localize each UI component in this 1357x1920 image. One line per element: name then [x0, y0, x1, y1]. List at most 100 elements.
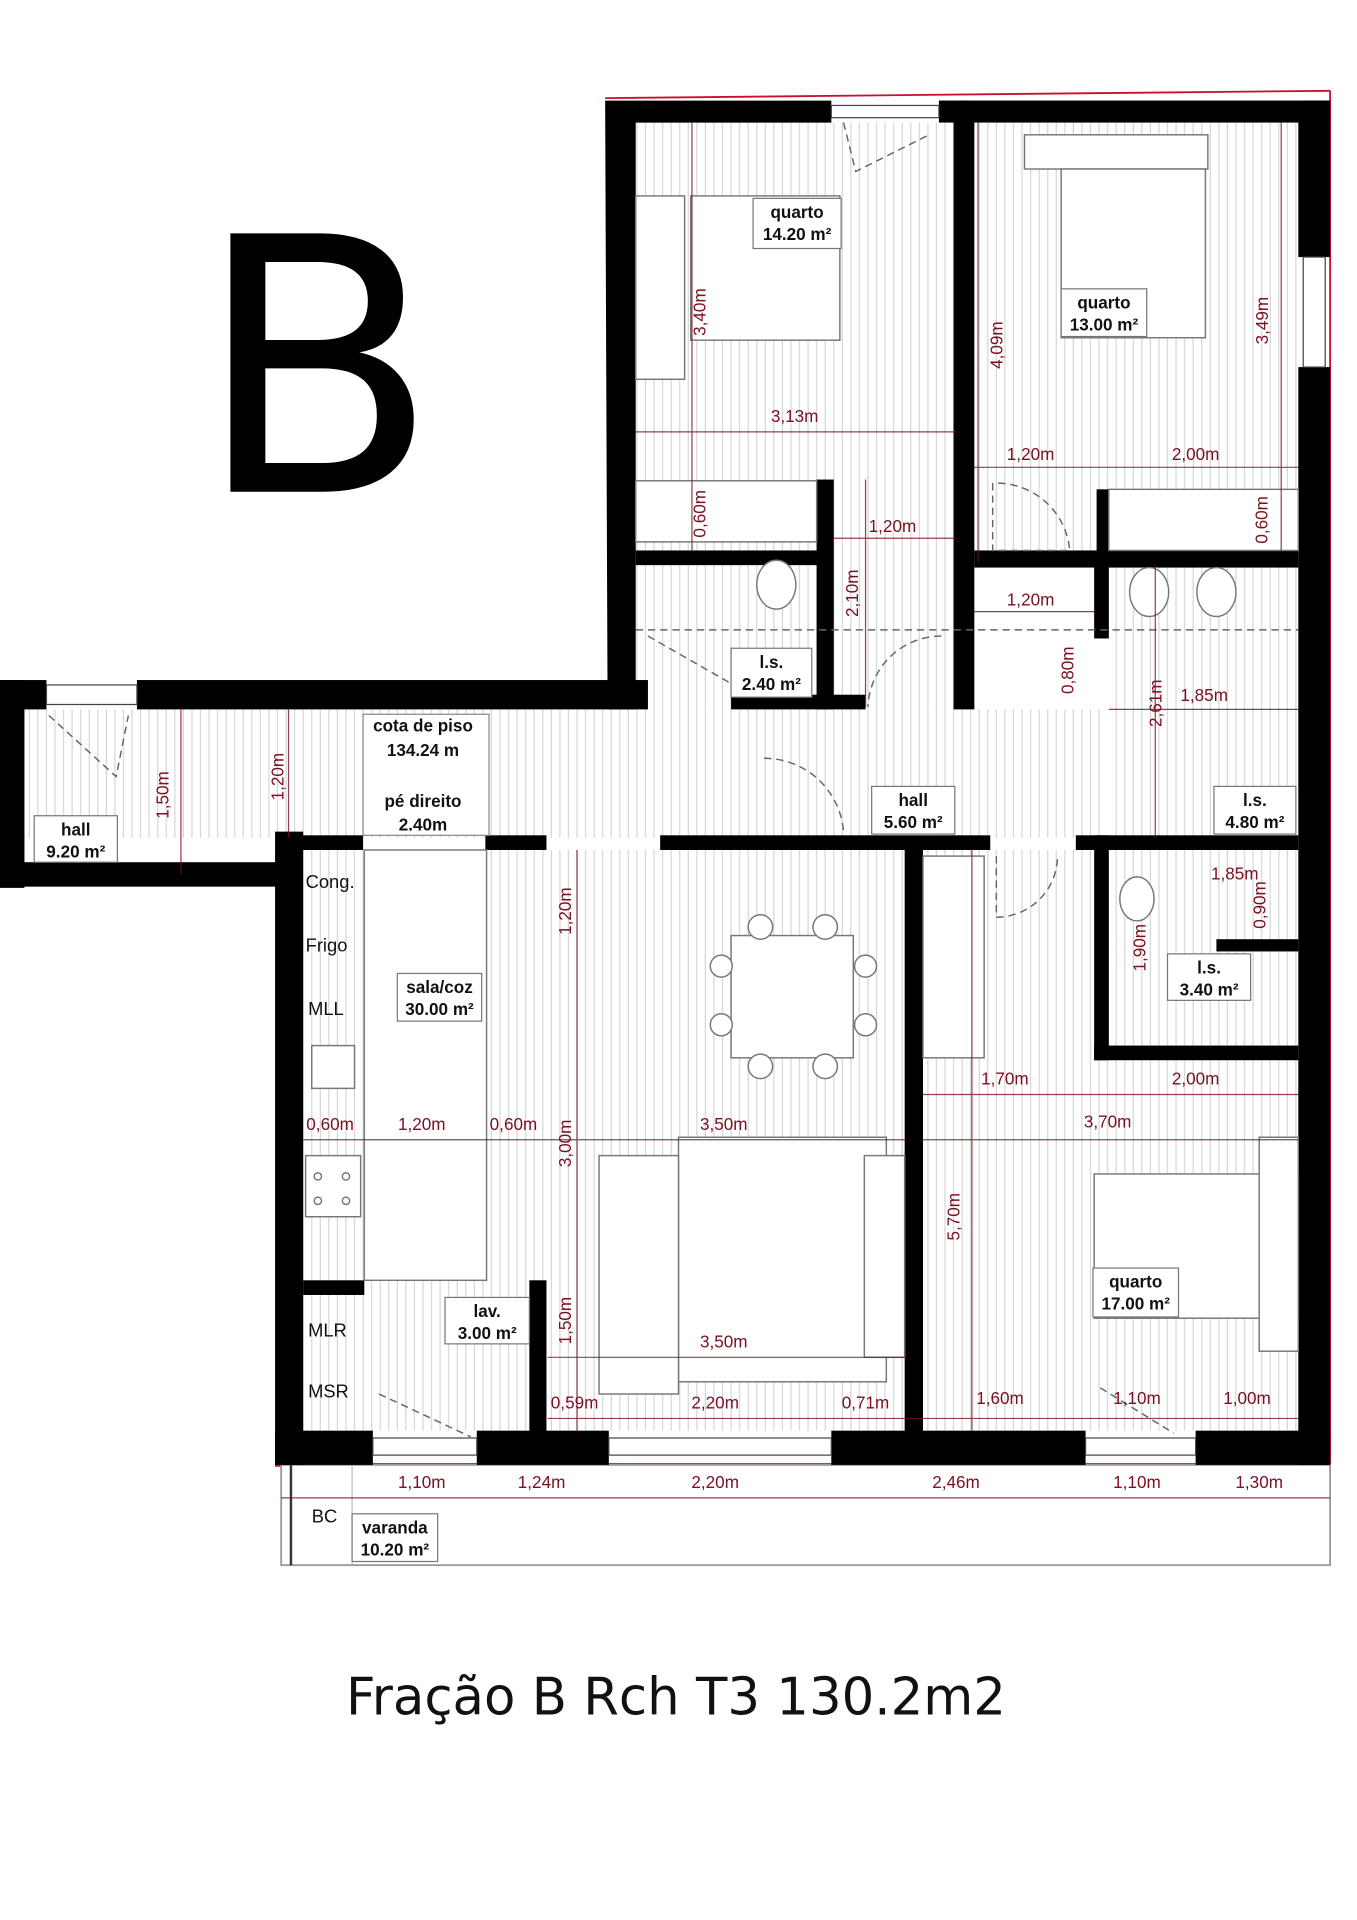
room-name: quarto — [770, 203, 823, 222]
dimension-label: 0,71m — [842, 1394, 890, 1413]
room-label: l.s. 3.40 m² — [1166, 953, 1252, 1001]
toilet — [1128, 566, 1170, 618]
dimension-label: 3,00m — [556, 1120, 575, 1168]
room-area: 3.40 m² — [1180, 980, 1239, 999]
dimension-label: 1,10m — [1113, 1473, 1161, 1492]
headboard — [1023, 134, 1209, 170]
room-area: 3.00 m² — [458, 1324, 517, 1343]
dimension-label: 0,60m — [306, 1115, 354, 1134]
room-label-box — [730, 647, 813, 698]
room-label-box — [1092, 1267, 1180, 1318]
dimension-label: 2,20m — [691, 1394, 739, 1413]
dimension-label: 0,90m — [1250, 881, 1269, 929]
balcony — [280, 1463, 1332, 1567]
room-label: l.s. 4.80 m² — [1213, 785, 1297, 835]
cota-value: 134.24 m — [387, 741, 459, 760]
dimension-label: 1,50m — [556, 1297, 575, 1345]
toilet — [756, 559, 797, 610]
closet — [1108, 488, 1300, 552]
door-swings — [48, 122, 1299, 1438]
sink — [311, 1044, 356, 1090]
dimension-label: 1,50m — [154, 771, 173, 819]
dimension-label: 1,30m — [1235, 1473, 1283, 1492]
dimension-label: 3,50m — [700, 1115, 748, 1134]
dimension-label: 1,20m — [269, 753, 288, 801]
dimension-label: 1,85m — [1211, 864, 1259, 883]
dimension-label: 0,60m — [690, 490, 709, 538]
furniture — [304, 134, 1300, 1395]
wardrobe — [634, 195, 686, 381]
dimension-label: 1,20m — [869, 517, 917, 536]
dimension-label: 1,85m — [1180, 686, 1228, 705]
room-area: 2.40 m² — [742, 675, 801, 694]
room-name: l.s. — [760, 653, 784, 672]
room-name: quarto — [1109, 1273, 1162, 1292]
room-area: 5.60 m² — [884, 813, 943, 832]
dimension-label: 0,60m — [1253, 496, 1272, 544]
room-name: hall — [61, 820, 90, 839]
room-label-box — [444, 1296, 530, 1345]
room-name: l.s. — [1243, 791, 1267, 810]
dimension-label: 3,13m — [771, 407, 819, 426]
dimension-label: 2,00m — [1172, 445, 1220, 464]
room-name: sala/coz — [406, 978, 473, 997]
kitchen-label-frigo: Frigo — [306, 934, 348, 955]
room-label-box — [752, 197, 842, 250]
dimension-label: 1,20m — [1007, 590, 1055, 609]
wardrobe — [922, 855, 985, 1059]
kitchen-label-mll: MLL — [308, 998, 344, 1019]
room-label-box — [33, 815, 118, 863]
room-label-box — [1060, 288, 1148, 338]
dimension-label: 1,10m — [1113, 1389, 1161, 1408]
dimension-label: 1,24m — [518, 1473, 566, 1492]
dimension-label: 3,50m — [700, 1333, 748, 1352]
room-area: 30.00 m² — [405, 1000, 474, 1019]
pe-direito-value: 2.40m — [399, 815, 448, 834]
room-area: 13.00 m² — [1070, 315, 1139, 334]
dimension-label: 0,60m — [490, 1115, 538, 1134]
dimension-label: 4,09m — [987, 321, 1006, 369]
dimension-label: 0,59m — [551, 1394, 599, 1413]
dimension-label: 3,40m — [690, 288, 709, 336]
room-label-box — [1213, 785, 1297, 835]
dimension-labels: 3,13m 1,20m 2,00m 1,20m 1,20m 1,85m 1,85m 0,60m… — [154, 288, 1283, 1492]
room-area: 10.20 m² — [361, 1540, 430, 1559]
dimension-label: 2,46m — [932, 1473, 980, 1492]
toilet — [1196, 566, 1237, 618]
room-area: 4.80 m² — [1225, 813, 1284, 832]
kitchen-label-msr: MSR — [308, 1381, 349, 1402]
kitchen-labels: Cong. Frigo MLL MLR MSR BC — [306, 871, 355, 1526]
dimension-label: 1,60m — [976, 1389, 1024, 1408]
balcony-label-bc: BC — [312, 1505, 337, 1526]
dimension-label: 1,10m — [398, 1473, 446, 1492]
windows — [45, 104, 1326, 1456]
kitchen-label-mlr: MLR — [308, 1320, 347, 1341]
room-label: lav. 3.00 m² — [444, 1296, 530, 1345]
dimension-lines — [180, 122, 1331, 1499]
dimension-label: 2,10m — [843, 569, 862, 617]
room-name: varanda — [362, 1518, 428, 1537]
dimension-label: 1,00m — [1223, 1389, 1271, 1408]
fraction-letter: B — [196, 163, 439, 576]
dimension-label: 2,20m — [691, 1473, 739, 1492]
dimension-label: 1,90m — [1131, 924, 1150, 972]
cota-label: cota de piso — [373, 716, 473, 735]
room-label-box — [1166, 953, 1252, 1001]
dining-table — [730, 934, 855, 1059]
room-name: lav. — [474, 1302, 501, 1321]
dimension-label: 1,70m — [981, 1070, 1029, 1089]
room-label-box — [351, 1513, 439, 1563]
room-name: l.s. — [1197, 958, 1221, 977]
dimension-label: 2,00m — [1172, 1070, 1220, 1089]
caption: Fração B Rch T3 130.2m2 — [346, 1667, 1006, 1727]
dimension-label: 0,80m — [1058, 646, 1077, 694]
hob — [304, 1154, 362, 1218]
dimension-label: 3,49m — [1253, 297, 1272, 345]
room-area: 9.20 m² — [46, 842, 105, 861]
dimension-label: 1,20m — [556, 887, 575, 935]
